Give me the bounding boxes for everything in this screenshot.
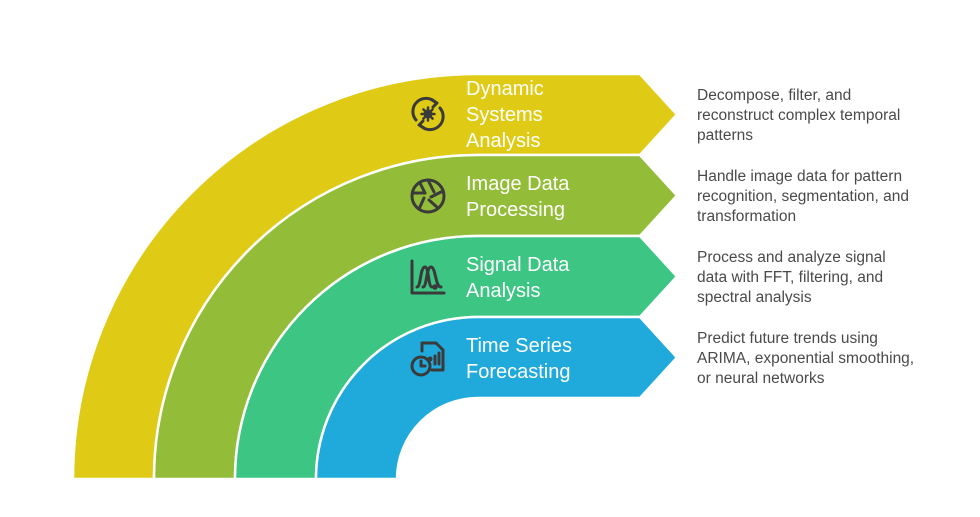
layer-title-signal-data: Signal Data Analysis [466,254,570,302]
layer-description-time-series: Predict future trends using ARIMA, expon… [697,330,915,387]
layer-description-image-data: Handle image data for pattern recognitio… [697,168,909,225]
signal-peaks-icon [408,257,448,297]
gear-cycle-icon [408,94,448,134]
layer-title-time-series: Time Series Forecasting [466,335,572,383]
camera-aperture-icon [408,176,448,216]
chart-clock-icon [408,338,448,378]
layer-band-time-series [314,315,679,481]
layer-description-dynamic-systems: Decompose, filter, and reconstruct compl… [697,87,901,144]
layer-description-signal-data: Process and analyze signal data with FFT… [697,249,886,306]
layer-title-image-data: Image Data Processing [466,173,570,221]
layer-title-dynamic-systems: Dynamic Systems Analysis [466,78,544,152]
